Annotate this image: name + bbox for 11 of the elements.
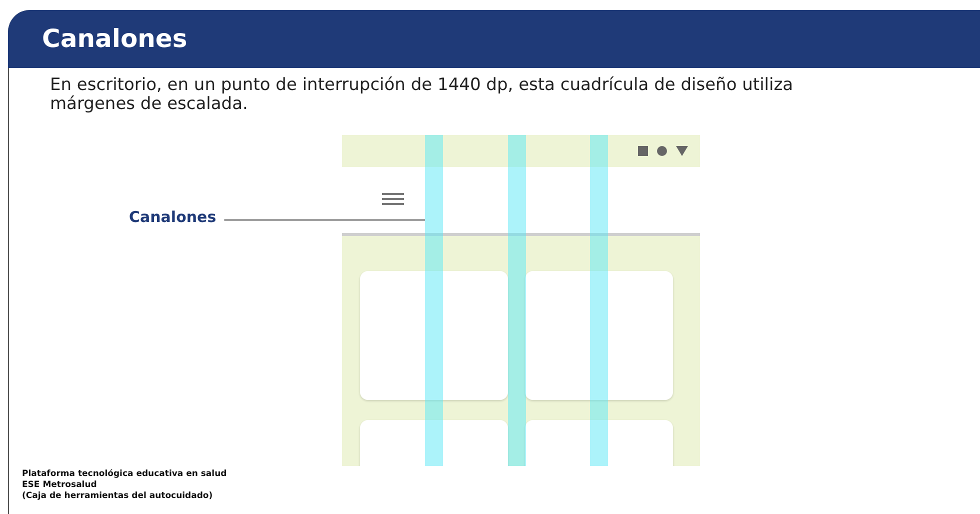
footer-text: (Caja de herramientas del autocuidado) [22, 491, 213, 501]
footer-text: ESE Metrosalud [22, 480, 97, 490]
content-card [525, 271, 673, 400]
gutter-column [425, 135, 443, 466]
slide-title: Canalones [42, 24, 188, 53]
gutter-column [508, 135, 526, 466]
callout-label: Canalones [129, 208, 216, 226]
gutter-column [590, 135, 608, 466]
footer-text: Plataforma tecnológica educativa en salud [22, 469, 227, 479]
description-text: En escritorio, en un punto de interrupción de 1440 dp, esta cuadrícula de diseño utiliza márgenes de escalada. [50, 76, 794, 114]
content-card [360, 271, 508, 400]
